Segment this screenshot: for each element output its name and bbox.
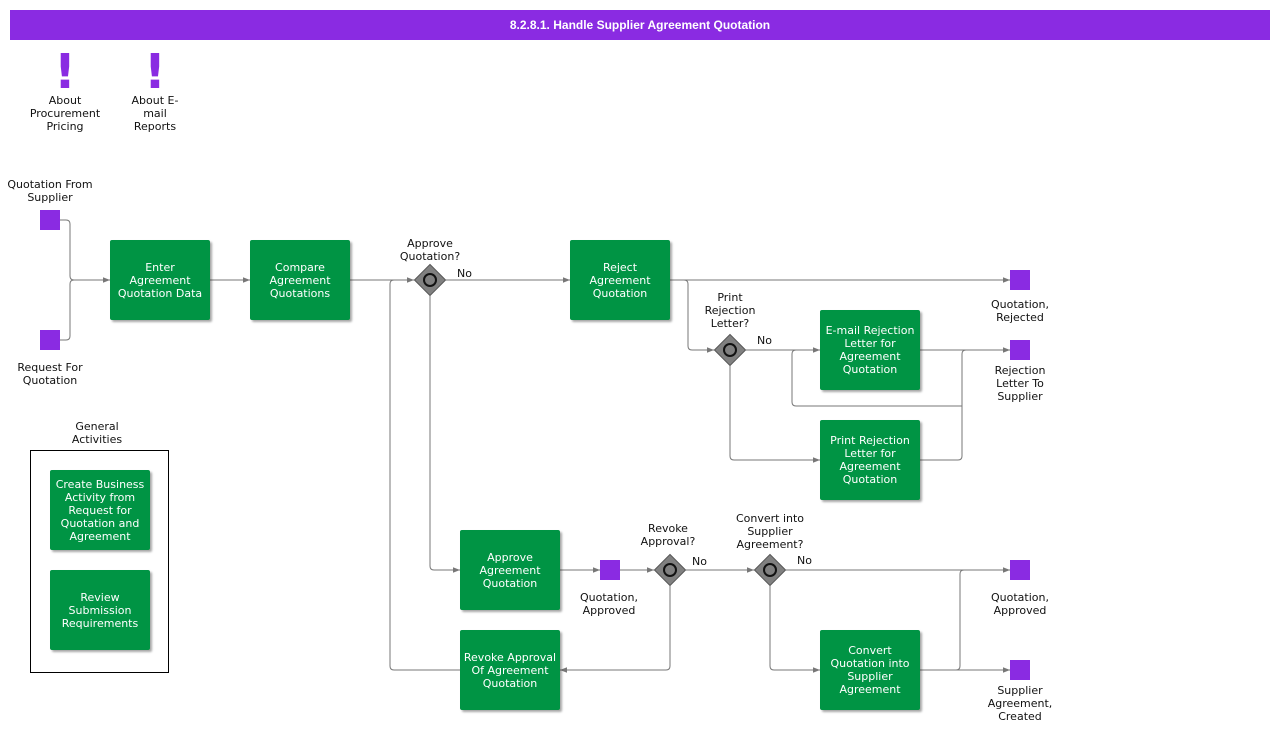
end-event-rejection-letter — [1010, 340, 1030, 360]
task-compare-agreement-quotations[interactable]: Compare Agreement Quotations — [250, 240, 350, 320]
exclamation-icon[interactable]: ! — [54, 44, 76, 100]
start-event-request-for-quotation — [40, 330, 60, 350]
task-approve-agreement-quotation[interactable]: Approve Agreement Quotation — [460, 530, 560, 610]
event-label-quotation-rejected: Quotation, Rejected — [991, 298, 1049, 324]
task-convert-quotation[interactable]: Convert Quotation into Supplier Agreemen… — [820, 630, 920, 710]
event-label-quotation-approved-mid: Quotation, Approved — [580, 591, 638, 617]
task-print-rejection-letter[interactable]: Print Rejection Letter for Agreement Quo… — [820, 420, 920, 500]
start-event-quotation-from-supplier — [40, 210, 60, 230]
task-review-submission-requirements[interactable]: Review Submission Requirements — [50, 570, 150, 650]
gateway-print — [713, 333, 747, 367]
task-enter-agreement-quotation-data[interactable]: Enter Agreement Quotation Data — [110, 240, 210, 320]
gateway-label-convert: Convert into Supplier Agreement? — [735, 512, 805, 551]
gateway-label-print: Print Rejection Letter? — [704, 291, 756, 330]
task-label: Print Rejection Letter for Agreement Quo… — [830, 434, 910, 486]
flow-label-revoke-no: No — [692, 555, 707, 568]
event-label-request-for-quotation: Request For Quotation — [17, 361, 83, 387]
flow-label-print-no: No — [757, 334, 772, 347]
event-quotation-approved-mid — [600, 560, 620, 580]
diagram-title: 8.2.8.1. Handle Supplier Agreement Quota… — [10, 10, 1270, 40]
flow-label-convert-no: No — [797, 554, 812, 567]
general-activities-box — [30, 450, 169, 673]
end-event-supplier-agreement-created — [1010, 660, 1030, 680]
exclamation-icon[interactable]: ! — [144, 44, 166, 100]
about-procurement-pricing-link[interactable]: About Procurement Pricing — [29, 94, 101, 133]
about-email-reports-link[interactable]: About E-mail Reports — [131, 94, 179, 133]
task-email-rejection-letter[interactable]: E-mail Rejection Letter for Agreement Qu… — [820, 310, 920, 390]
gateway-approve — [413, 263, 447, 297]
task-label: Review Submission Requirements — [61, 590, 139, 630]
event-label-supplier-agreement-created: Supplier Agreement, Created — [987, 684, 1053, 723]
task-label: Revoke Approval Of Agreement Quotation — [463, 650, 557, 690]
task-label: Approve Agreement Quotation — [479, 550, 541, 590]
task-label: Convert Quotation into Supplier Agreemen… — [830, 644, 910, 696]
event-label-quotation-from-supplier: Quotation From Supplier — [7, 178, 93, 204]
task-label: Compare Agreement Quotations — [269, 260, 331, 300]
task-reject-agreement-quotation[interactable]: Reject Agreement Quotation — [570, 240, 670, 320]
task-label: E-mail Rejection Letter for Agreement Qu… — [825, 324, 915, 376]
event-label-rejection-letter: Rejection Letter To Supplier — [994, 364, 1046, 403]
gateway-label-revoke: Revoke Approval? — [640, 522, 696, 548]
event-label-quotation-approved-end: Quotation, Approved — [991, 591, 1049, 617]
task-label: Enter Agreement Quotation Data — [117, 260, 203, 300]
task-label: Create Business Activity from Request fo… — [55, 477, 145, 543]
general-activities-title: General Activities — [71, 420, 123, 446]
task-create-business-activity[interactable]: Create Business Activity from Request fo… — [50, 470, 150, 550]
flow-label-approve-no: No — [457, 267, 472, 280]
task-label: Reject Agreement Quotation — [589, 260, 651, 300]
end-event-quotation-approved — [1010, 560, 1030, 580]
gateway-convert — [753, 553, 787, 587]
end-event-quotation-rejected — [1010, 270, 1030, 290]
task-revoke-approval[interactable]: Revoke Approval Of Agreement Quotation — [460, 630, 560, 710]
gateway-label-approve: Approve Quotation? — [399, 237, 461, 263]
gateway-revoke — [653, 553, 687, 587]
